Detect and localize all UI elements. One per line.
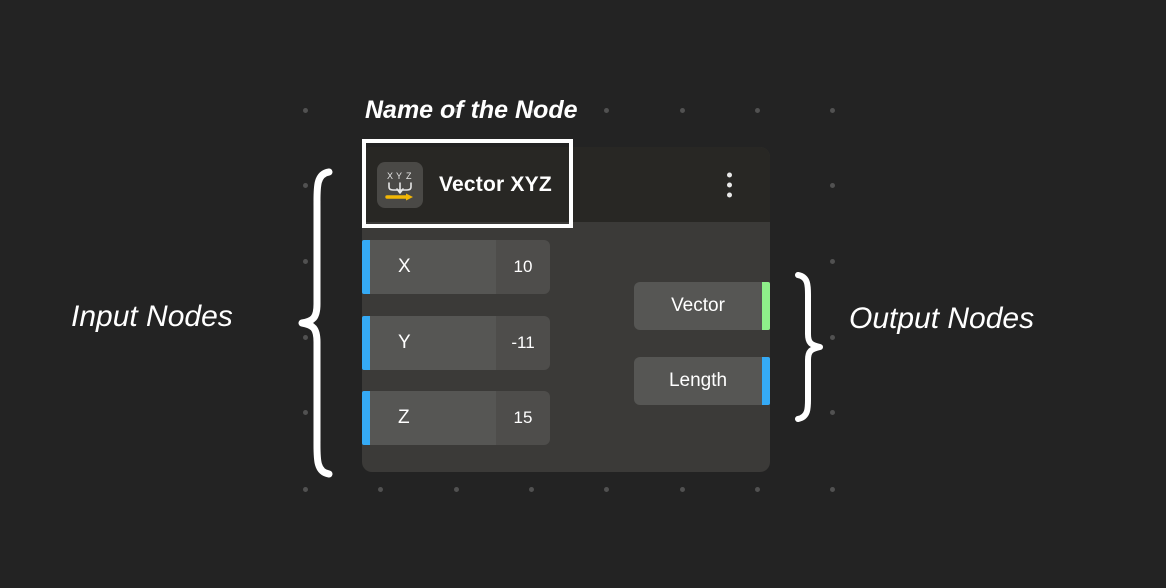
input-value-field[interactable]: 10: [496, 240, 550, 294]
grid-dot: [303, 410, 308, 415]
annotation-node-name: Name of the Node: [365, 96, 578, 124]
grid-dot: [303, 335, 308, 340]
grid-dot: [378, 487, 383, 492]
input-label: Y: [370, 316, 496, 370]
input-socket[interactable]: [362, 240, 370, 294]
grid-dot: [604, 487, 609, 492]
input-label: X: [370, 240, 496, 294]
grid-dot: [830, 183, 835, 188]
grid-dot: [680, 487, 685, 492]
kebab-dot: [727, 172, 732, 177]
input-nodes-brace: [298, 168, 333, 478]
grid-dot: [529, 487, 534, 492]
grid-dot: [830, 487, 835, 492]
node-title: Vector XYZ: [439, 172, 552, 196]
output-label: Vector: [634, 282, 762, 330]
kebab-dot: [727, 182, 732, 187]
grid-dot: [830, 335, 835, 340]
annotation-input-nodes: Input Nodes: [71, 300, 233, 333]
grid-dot: [604, 108, 609, 113]
grid-dot: [303, 183, 308, 188]
grid-dot: [755, 108, 760, 113]
node-input-row[interactable]: Y-11: [362, 316, 550, 370]
svg-text:X: X: [387, 171, 393, 181]
node-output-row[interactable]: Length: [634, 357, 770, 405]
grid-dot: [454, 487, 459, 492]
input-socket[interactable]: [362, 316, 370, 370]
output-socket[interactable]: [762, 357, 770, 405]
input-value-field[interactable]: 15: [496, 391, 550, 445]
grid-dot: [830, 259, 835, 264]
grid-dot: [755, 487, 760, 492]
grid-dot: [830, 108, 835, 113]
grid-dot: [303, 487, 308, 492]
svg-text:Z: Z: [406, 171, 412, 181]
grid-dot: [680, 108, 685, 113]
kebab-dot: [727, 192, 732, 197]
output-label: Length: [634, 357, 762, 405]
vector-xyz-icon: X Y Z: [377, 161, 423, 208]
annotation-output-nodes: Output Nodes: [849, 302, 1035, 335]
node-output-row[interactable]: Vector: [634, 282, 770, 330]
grid-dot: [830, 410, 835, 415]
input-value-field[interactable]: -11: [496, 316, 550, 370]
input-socket[interactable]: [362, 391, 370, 445]
input-label: Z: [370, 391, 496, 445]
grid-dot: [303, 259, 308, 264]
grid-dot: [303, 108, 308, 113]
node-header[interactable]: X Y Z Vector XYZ: [362, 147, 770, 222]
svg-text:Y: Y: [396, 171, 402, 181]
kebab-menu-icon[interactable]: [727, 172, 732, 197]
output-socket[interactable]: [762, 282, 770, 330]
output-nodes-brace: [795, 272, 823, 422]
